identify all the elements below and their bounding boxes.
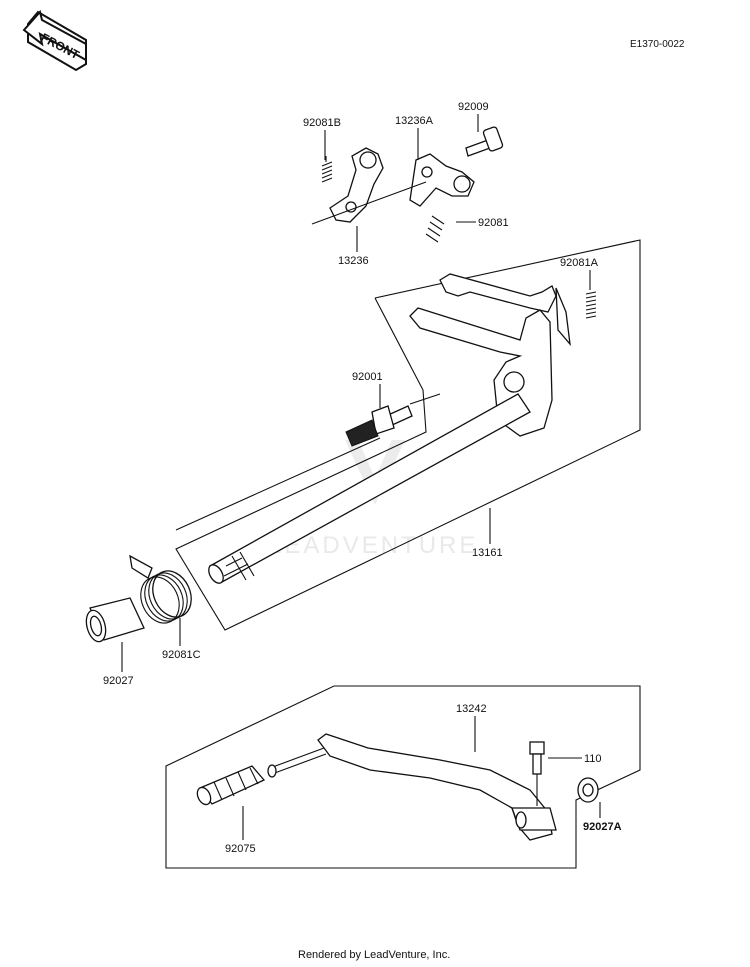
shift-pedal-13242 [267, 733, 557, 841]
label-13236a: 13236A [395, 115, 434, 127]
spring-92081 [425, 215, 445, 243]
spring-92081b [321, 156, 333, 183]
return-spring-92081c [129, 554, 192, 624]
label-92081: 92081 [478, 217, 509, 229]
label-13161: 13161 [472, 547, 503, 559]
bolt-92001 [345, 393, 441, 447]
label-92001: 92001 [352, 371, 383, 383]
bolt-92009 [465, 126, 504, 157]
label-92081a: 92081A [560, 257, 599, 269]
spring-92081a [585, 291, 597, 319]
assembly-line-shaft [175, 437, 381, 531]
label-13236: 13236 [338, 255, 369, 267]
label-92075: 92075 [225, 843, 256, 855]
footer-credit: Rendered by LeadVenture, Inc. [298, 949, 450, 961]
label-92081c: 92081C [162, 649, 201, 661]
shaft-assembly-frame [175, 239, 641, 631]
assembly-line [311, 181, 427, 225]
pedal-rubber-92075 [196, 765, 266, 806]
label-13242: 13242 [456, 703, 487, 715]
label-92009: 92009 [458, 101, 489, 113]
shift-shaft-13161 [208, 393, 531, 584]
front-arrow-icon: FRONT [22, 9, 87, 72]
diagram-code: E1370-0022 [630, 39, 685, 50]
label-110: 110 [584, 753, 602, 765]
pedal-assembly-frame [165, 685, 641, 869]
bolt-110 [529, 741, 545, 806]
washer-92027a [577, 777, 599, 803]
collar-92027 [85, 597, 145, 643]
label-92027: 92027 [103, 675, 134, 687]
shift-arm-13236a [409, 153, 475, 207]
label-92081b: 92081B [303, 117, 341, 129]
label-92027a: 92027A [583, 821, 622, 833]
shift-arm-13236 [329, 147, 384, 223]
